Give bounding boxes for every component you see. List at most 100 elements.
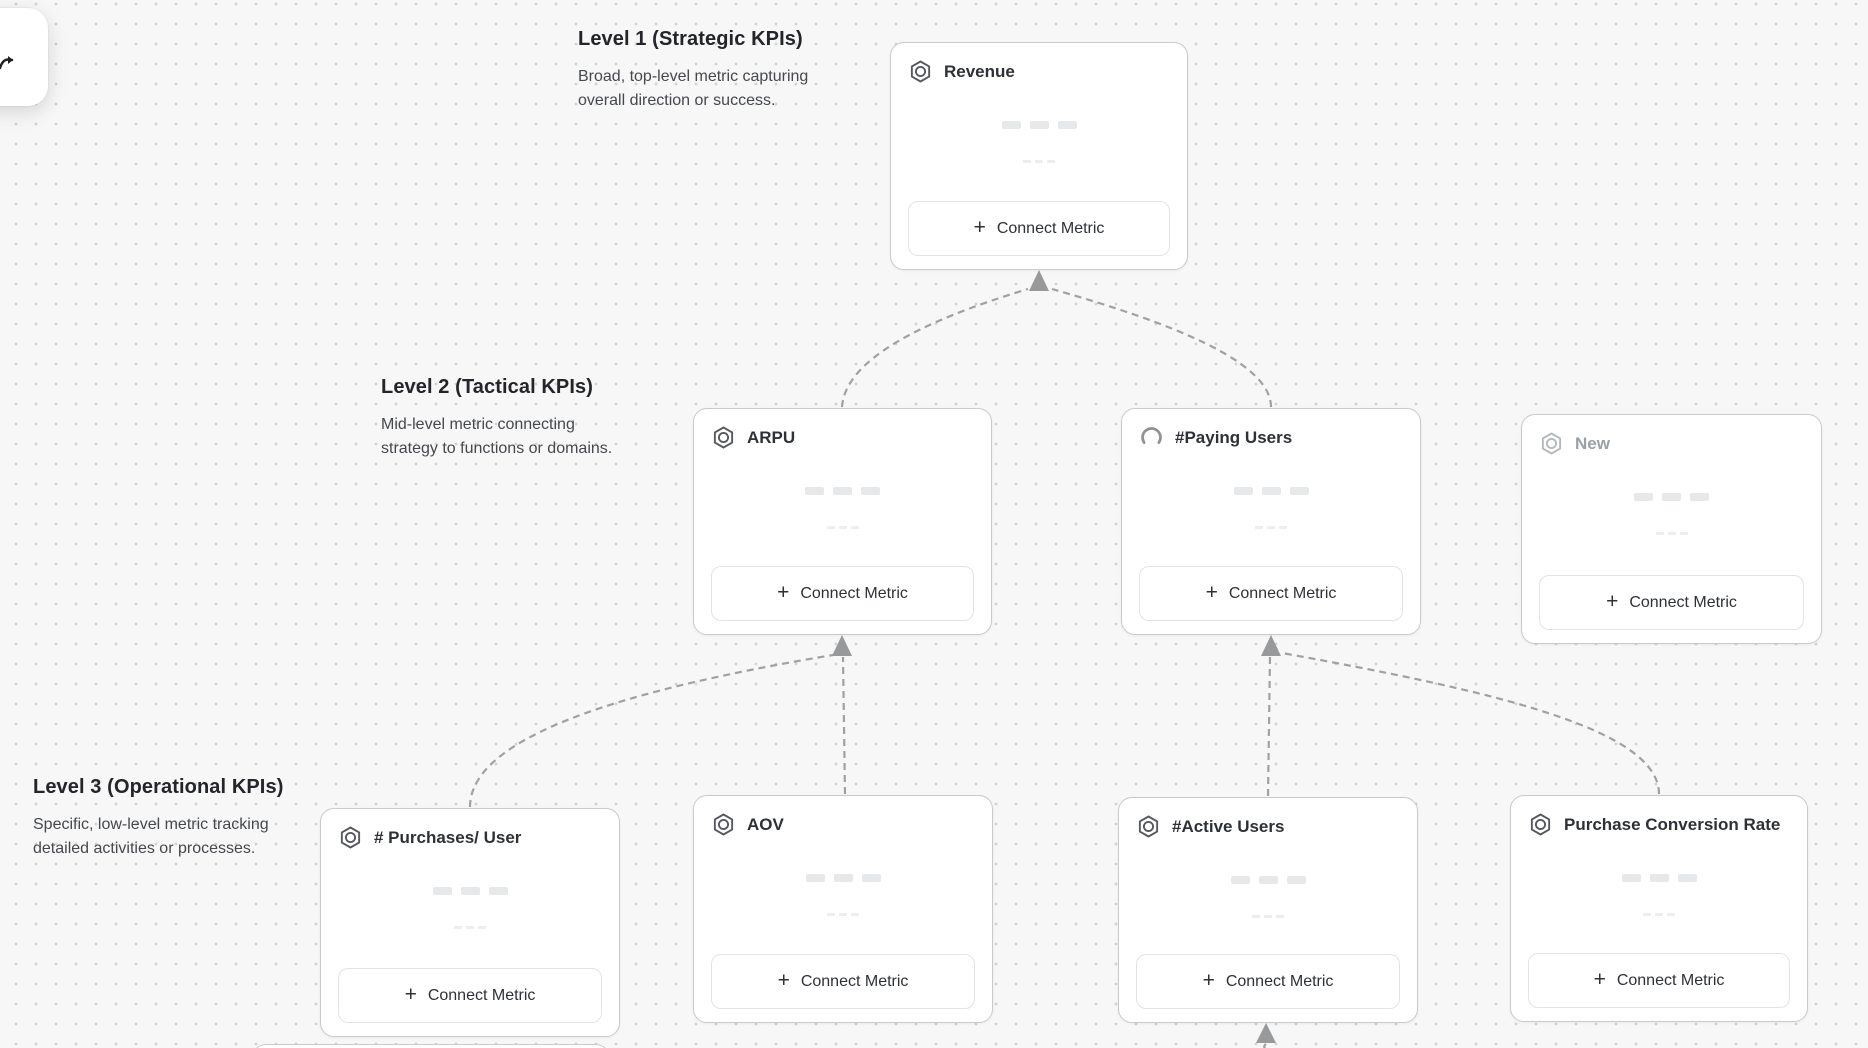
hexagon-metric-icon — [711, 425, 736, 450]
skeleton-bar — [1029, 121, 1049, 129]
metric-card-paying-users[interactable]: #Paying Users + Connect Metric — [1121, 408, 1421, 635]
skeleton-dash — [839, 913, 847, 916]
plus-icon: + — [777, 581, 790, 604]
skeleton-dash — [838, 526, 847, 529]
connect-metric-label: Connect Metric — [1629, 593, 1737, 611]
skeleton-bar — [1662, 493, 1681, 501]
skeleton-dash — [1643, 913, 1651, 916]
metric-card-partial-offscreen[interactable] — [252, 1044, 610, 1048]
curved-arrow-icon — [0, 56, 14, 70]
card-title: Revenue — [944, 61, 1015, 81]
loading-spinner-icon — [1139, 425, 1164, 450]
skeleton-placeholder — [321, 887, 619, 929]
skeleton-dash — [1255, 526, 1263, 529]
skeleton-row — [1643, 913, 1675, 916]
skeleton-dash — [850, 526, 859, 529]
arrowhead-into-arpu — [832, 635, 852, 656]
skeleton-bar — [833, 487, 852, 495]
connect-metric-label: Connect Metric — [1228, 584, 1337, 602]
skeleton-row — [432, 887, 508, 895]
metric-card-purchases-per-user[interactable]: # Purchases/ User + Connect Metric — [320, 808, 620, 1037]
skeleton-bar — [1649, 874, 1669, 882]
connect-metric-button[interactable]: + Connect Metric — [908, 201, 1170, 256]
skeleton-placeholder — [694, 874, 992, 916]
skeleton-bar — [805, 487, 824, 495]
hexagon-metric-icon — [1136, 814, 1161, 839]
skeleton-row — [1255, 526, 1287, 529]
skeleton-bar — [1258, 876, 1278, 884]
skeleton-bar — [861, 874, 881, 882]
connector-payingusers-to-revenue — [1051, 287, 1273, 408]
connect-metric-button[interactable]: + Connect Metric — [338, 968, 602, 1023]
skeleton-dash — [1655, 532, 1664, 535]
skeleton-dash — [1279, 526, 1287, 529]
card-header: #Active Users — [1136, 814, 1284, 839]
metric-card-revenue[interactable]: Revenue + Connect Metric — [890, 42, 1188, 270]
connect-metric-button[interactable]: + Connect Metric — [1528, 953, 1790, 1008]
card-title: # Purchases/ User — [374, 827, 522, 847]
skeleton-bar — [432, 887, 452, 895]
level-3-header: Level 3 (Operational KPIs) Specific, low… — [33, 776, 309, 861]
plus-icon: + — [1593, 968, 1606, 991]
skeleton-dash — [1655, 913, 1663, 916]
skeleton-row — [826, 526, 859, 529]
arrowhead-into-payingusers — [1261, 635, 1281, 656]
level-3-description: Specific, low-level metric tracking deta… — [33, 816, 269, 857]
skeleton-bar — [1634, 493, 1653, 501]
skeleton-row — [1621, 874, 1697, 882]
connector-stub-below-activeusers — [1263, 1043, 1267, 1048]
skeleton-row — [1230, 876, 1306, 884]
plus-icon: + — [973, 216, 986, 239]
metric-card-purchase-conversion-rate[interactable]: Purchase Conversion Rate + Connect Metri… — [1510, 795, 1808, 1022]
skeleton-bar — [805, 874, 825, 882]
metric-card-new[interactable]: New + Connect Metric — [1521, 414, 1822, 644]
skeleton-dash — [478, 926, 486, 929]
metric-card-arpu[interactable]: ARPU + Connect Metric — [693, 408, 992, 635]
connect-metric-label: Connect Metric — [427, 986, 536, 1004]
skeleton-bar — [1677, 874, 1697, 882]
floating-toolbar-panel[interactable] — [0, 8, 48, 106]
card-header: ARPU — [711, 425, 795, 450]
connect-metric-button[interactable]: + Connect Metric — [711, 954, 975, 1009]
skeleton-placeholder — [1522, 493, 1821, 535]
skeleton-bar — [1001, 121, 1021, 129]
skeleton-bar — [833, 874, 853, 882]
connect-metric-button[interactable]: + Connect Metric — [1139, 566, 1403, 621]
connect-metric-button[interactable]: + Connect Metric — [1539, 575, 1804, 630]
skeleton-bar — [1286, 876, 1306, 884]
skeleton-row — [827, 913, 859, 916]
skeleton-dash — [1047, 160, 1055, 163]
connect-metric-label: Connect Metric — [1225, 972, 1334, 990]
card-title: New — [1575, 433, 1610, 453]
skeleton-placeholder — [1119, 876, 1417, 918]
skeleton-dash — [1264, 915, 1272, 918]
hexagon-metric-icon — [1528, 812, 1553, 837]
metric-card-active-users[interactable]: #Active Users + Connect Metric — [1118, 797, 1418, 1023]
skeleton-bar — [488, 887, 508, 895]
connector-conversionrate-to-payingusers — [1281, 651, 1661, 795]
connect-metric-label: Connect Metric — [1616, 971, 1725, 989]
skeleton-dash — [466, 926, 474, 929]
skeleton-dash — [1267, 526, 1275, 529]
skeleton-bar — [1057, 121, 1077, 129]
connect-metric-button[interactable]: + Connect Metric — [1136, 954, 1400, 1009]
skeleton-dash — [454, 926, 462, 929]
skeleton-row — [1252, 915, 1284, 918]
connector-purchases-to-arpu — [468, 653, 834, 808]
skeleton-row — [805, 487, 880, 495]
plus-icon: + — [1205, 581, 1218, 604]
hexagon-metric-icon — [1539, 431, 1564, 456]
metric-card-aov[interactable]: AOV + Connect Metric — [693, 795, 993, 1023]
connect-metric-button[interactable]: + Connect Metric — [711, 566, 974, 621]
arrowhead-into-activeusers — [1256, 1023, 1276, 1043]
card-header: New — [1539, 431, 1610, 456]
plus-icon: + — [404, 983, 417, 1006]
skeleton-dash — [1252, 915, 1260, 918]
card-header: # Purchases/ User — [338, 825, 521, 850]
skeleton-dash — [1035, 160, 1043, 163]
connect-metric-label: Connect Metric — [800, 972, 909, 990]
arrowhead-into-revenue — [1029, 270, 1049, 291]
card-title: ARPU — [747, 427, 796, 447]
skeleton-bar — [1289, 487, 1309, 495]
